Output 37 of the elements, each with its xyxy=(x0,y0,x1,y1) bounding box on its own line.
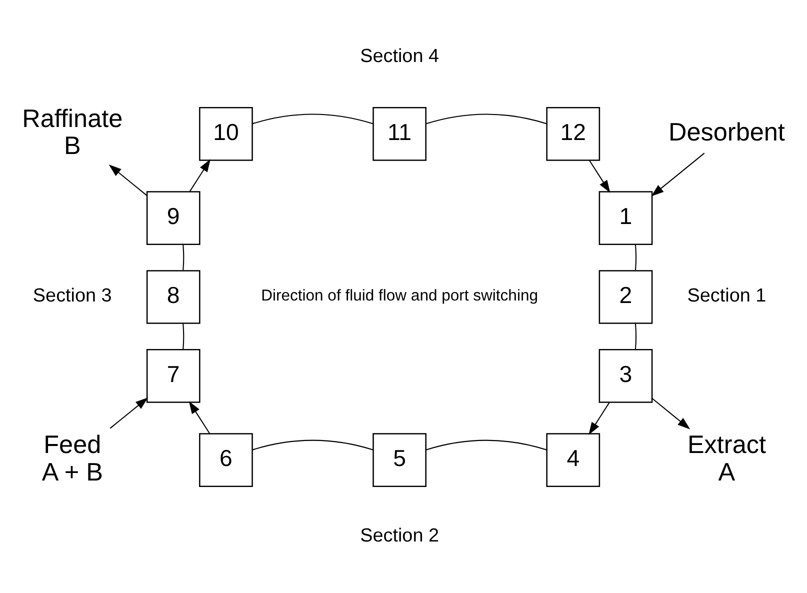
connector xyxy=(634,244,637,270)
label: Section 1 xyxy=(687,285,766,306)
arrow xyxy=(651,152,705,196)
node-text: Raffinate B xyxy=(22,104,123,160)
arrow xyxy=(652,398,690,429)
connector xyxy=(426,113,547,124)
connector xyxy=(252,113,374,124)
connector xyxy=(634,323,637,349)
connector xyxy=(426,439,547,450)
arrow xyxy=(188,400,210,434)
node-box: 6 xyxy=(199,432,253,486)
node-box: 3 xyxy=(598,348,653,402)
node-box: 7 xyxy=(146,348,200,402)
connector xyxy=(182,244,184,270)
label: Direction of fluid flow and port switching xyxy=(261,287,538,304)
arrow xyxy=(189,158,210,192)
arrow xyxy=(110,397,148,428)
node-box: 11 xyxy=(372,106,426,160)
node-box: 12 xyxy=(546,106,600,160)
node-box: 10 xyxy=(199,106,253,160)
node-text: Desorbent xyxy=(668,118,785,146)
node-box: 9 xyxy=(146,190,200,245)
node-box: 4 xyxy=(546,432,600,486)
node-box: 2 xyxy=(598,270,653,324)
connector xyxy=(182,323,184,349)
label: Section 2 xyxy=(360,524,440,546)
node-text: Extract A xyxy=(687,430,766,486)
node-box: 8 xyxy=(146,270,200,324)
arrow xyxy=(108,164,148,196)
node-box: 5 xyxy=(372,432,426,486)
node-text: Feed A + B xyxy=(42,430,103,486)
arrow xyxy=(588,402,610,434)
arrow xyxy=(589,160,610,192)
label: Section 4 xyxy=(360,45,440,66)
label: Section 3 xyxy=(32,285,112,306)
connector xyxy=(252,439,374,450)
node-box: 1 xyxy=(598,190,653,245)
